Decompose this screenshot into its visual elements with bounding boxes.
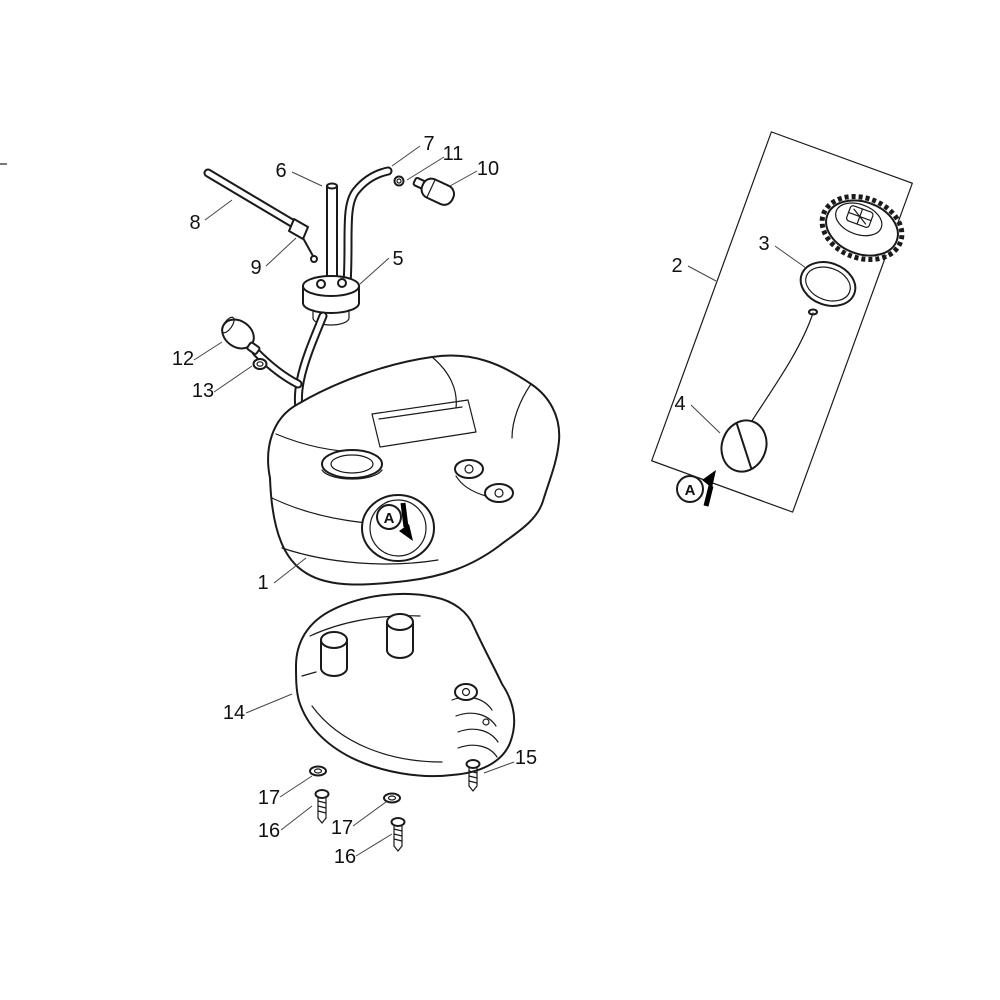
callout-14: 14 [223, 702, 245, 724]
check-valve-part [412, 176, 456, 206]
fuel-pipe-part [326, 182, 338, 283]
fuel-cap-part [819, 194, 905, 262]
callout-16a: 16 [258, 820, 280, 842]
washer-17a-part [309, 765, 327, 777]
callout-5: 5 [392, 248, 403, 270]
callout-17a: 17 [258, 787, 280, 809]
screw-16a-part [314, 789, 330, 824]
callout-10: 10 [477, 158, 499, 180]
ref-marker-a-tank: A [376, 502, 413, 541]
filter-ring-part [252, 358, 268, 370]
callout-9: 9 [250, 257, 261, 279]
callout-17b: 17 [331, 817, 353, 839]
screw-15-part [465, 759, 481, 792]
callout-16b: 16 [334, 846, 356, 868]
callout-15: 15 [515, 747, 537, 769]
leader-lines [193, 145, 807, 857]
fuel-tank-part: A [267, 354, 561, 586]
callout-3: 3 [758, 233, 769, 255]
fuel-filter-part [221, 316, 261, 355]
screw-16b-part [390, 817, 406, 852]
callout-13: 13 [192, 380, 214, 402]
cap-retainer-part [720, 308, 818, 473]
vent-hose-part [342, 166, 393, 289]
cap-o-ring-part [799, 261, 857, 307]
callout-1: 1 [257, 572, 268, 594]
ref-a-tank-arrow-icon [400, 502, 409, 528]
cap-assembly-box [651, 131, 913, 513]
ref-a-right-label: A [685, 482, 696, 499]
callout-6: 6 [275, 160, 286, 182]
hose-ring-part [393, 175, 405, 187]
ref-a-tank-label: A [384, 510, 395, 527]
callout-labels: 7 11 10 6 8 9 5 12 13 2 3 4 1 14 15 17 1… [172, 133, 770, 868]
callout-12: 12 [172, 348, 194, 370]
tank-grommet-part [302, 275, 360, 326]
elbow-fitting-part [288, 218, 318, 263]
fuel-hose-part [203, 168, 297, 228]
callout-2: 2 [671, 255, 682, 277]
callout-11: 11 [443, 143, 464, 165]
tank-guard-part [295, 592, 516, 778]
ref-a-right-arrow-icon [703, 485, 714, 507]
washer-17b-part [383, 792, 401, 804]
callout-4: 4 [674, 393, 685, 415]
callout-7: 7 [423, 133, 434, 155]
callout-8: 8 [189, 212, 200, 234]
ref-marker-a-right: A [676, 470, 716, 507]
